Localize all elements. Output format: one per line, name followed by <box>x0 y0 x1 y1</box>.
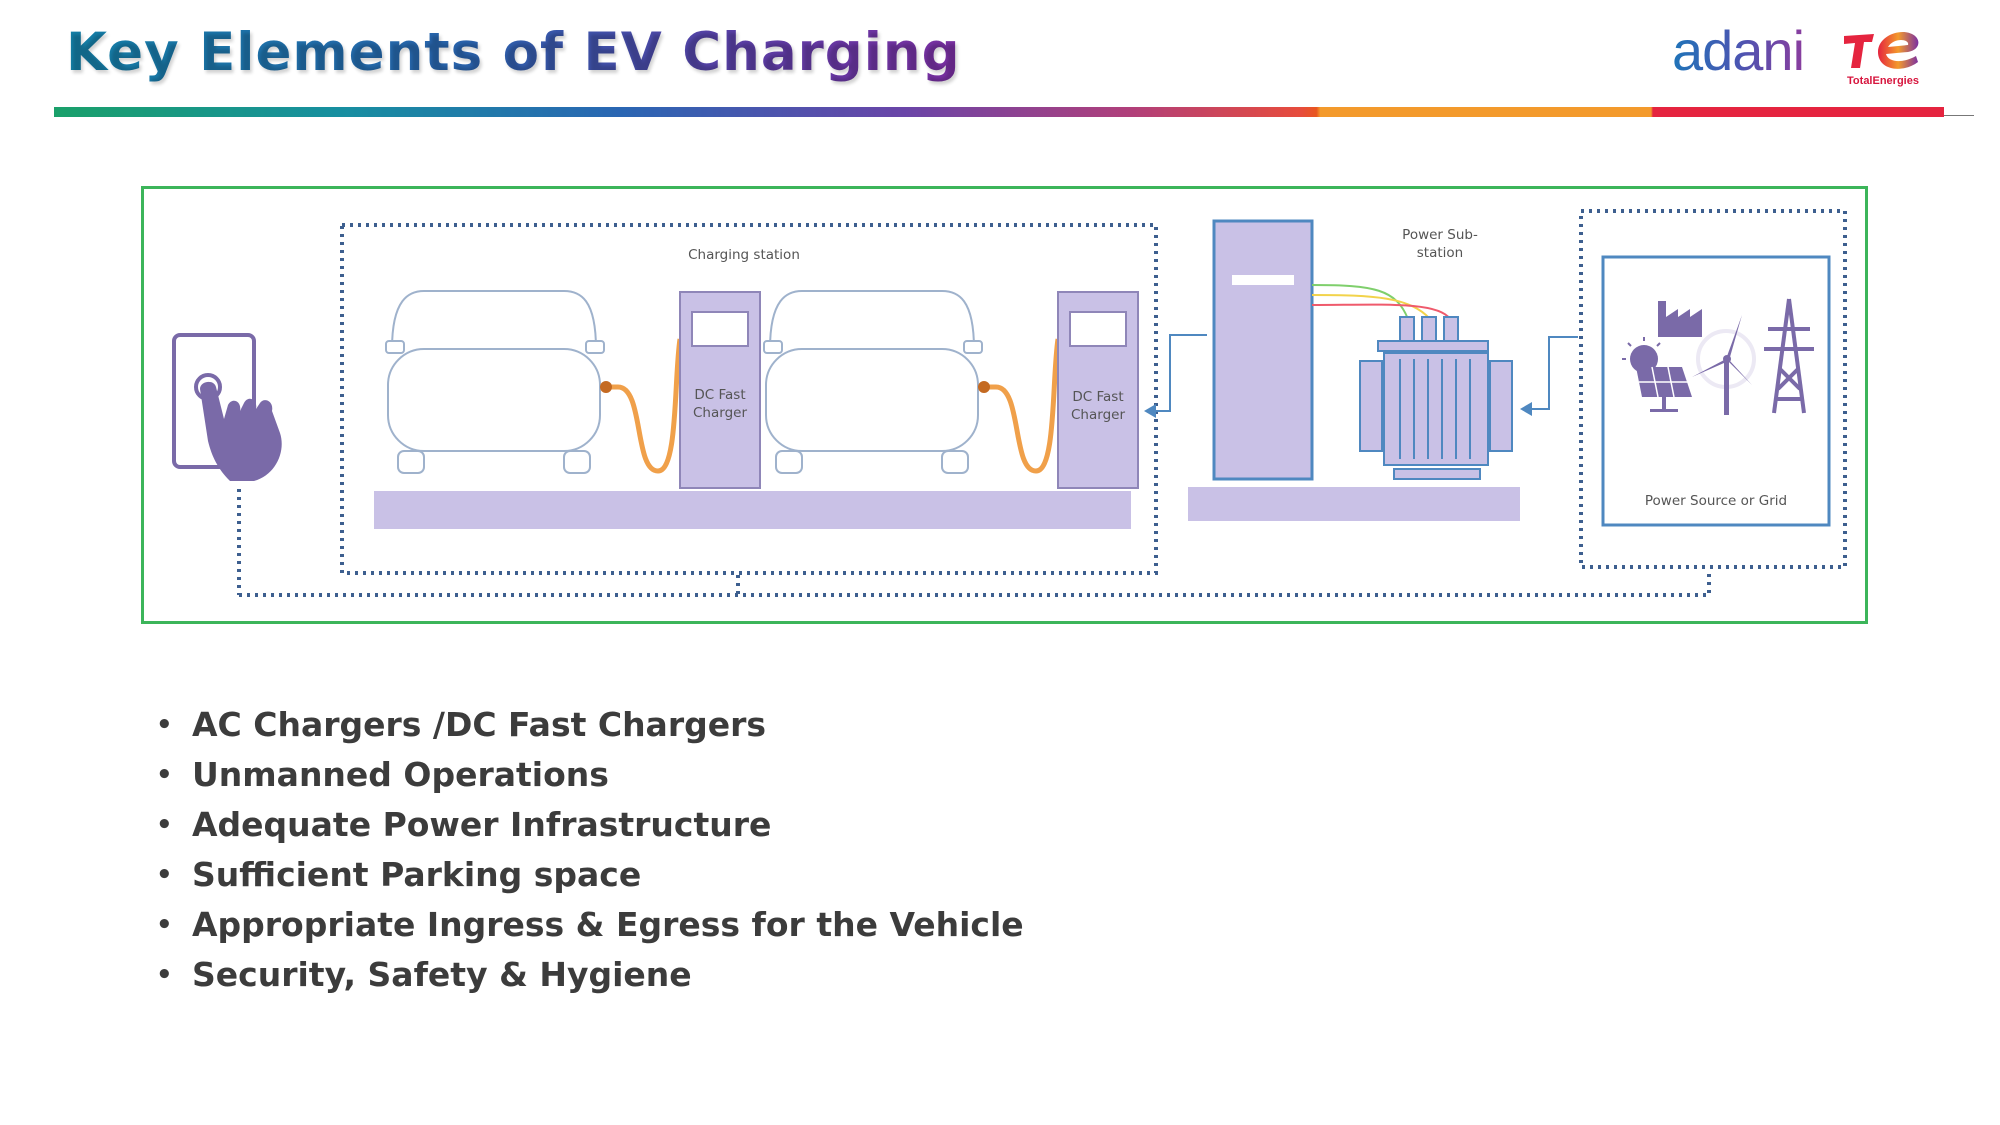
arrow-to-station-icon <box>1144 334 1207 418</box>
svg-text:Charger: Charger <box>1071 407 1125 423</box>
factory-icon <box>1658 301 1702 337</box>
ev-charging-diagram: Charging station DC Fast Charger <box>172 209 1847 597</box>
totalenergies-wordmark: TotalEnergies <box>1847 75 1919 87</box>
substation-ground-slab <box>1188 487 1520 521</box>
car-2-icon <box>763 290 983 474</box>
svg-text:DC Fast: DC Fast <box>1072 389 1123 405</box>
charging-cable-1 <box>610 338 683 474</box>
mobile-app-tap-icon <box>172 333 282 481</box>
title-divider-tail <box>1944 115 1974 116</box>
wind-turbine-icon <box>1692 315 1756 415</box>
charging-cable-2 <box>988 338 1061 474</box>
list-item: Unmanned Operations <box>156 750 1024 800</box>
key-elements-list: AC Chargers /DC Fast Chargers Unmanned O… <box>156 700 1024 1000</box>
transmission-tower-icon <box>1764 298 1814 414</box>
arrow-to-substation-icon <box>1520 336 1578 416</box>
substation-wires <box>1311 284 1451 320</box>
dc-fast-charger-1-icon: DC Fast Charger <box>679 291 761 489</box>
svg-text:DC Fast: DC Fast <box>694 387 745 403</box>
power-source-box <box>1601 255 1831 527</box>
diagram-frame <box>141 186 1868 624</box>
title-divider <box>54 107 1944 117</box>
dc-fast-charger-2-icon: DC Fast Charger <box>1057 291 1139 489</box>
list-item: Appropriate Ingress & Egress for the Veh… <box>156 900 1024 950</box>
charging-station-boundary <box>340 223 1158 575</box>
network-connector-line <box>237 489 1711 597</box>
adani-logo: adani <box>1672 19 1805 82</box>
substation-label-line-1: Power Sub- <box>1402 227 1478 243</box>
page-title: Key Elements of EV Charging <box>66 22 961 83</box>
substation-cabinet-icon <box>1212 219 1314 481</box>
solar-panel-icon <box>1622 337 1692 412</box>
car-1-icon <box>385 290 605 474</box>
list-item: Adequate Power Infrastructure <box>156 800 1024 850</box>
charging-station-label: Charging station <box>688 247 800 263</box>
svg-text:Charger: Charger <box>693 405 747 421</box>
list-item: AC Chargers /DC Fast Chargers <box>156 700 1024 750</box>
list-item: Sufficient Parking space <box>156 850 1024 900</box>
power-source-boundary <box>1579 209 1847 569</box>
substation-label-line-2: station <box>1417 245 1463 261</box>
transformer-icon <box>1359 316 1513 480</box>
power-source-label: Power Source or Grid <box>1645 493 1787 509</box>
list-item: Security, Safety & Hygiene <box>156 950 1024 1000</box>
totalenergies-logo-icon <box>1844 32 1919 69</box>
station-ground-slab <box>374 491 1131 529</box>
